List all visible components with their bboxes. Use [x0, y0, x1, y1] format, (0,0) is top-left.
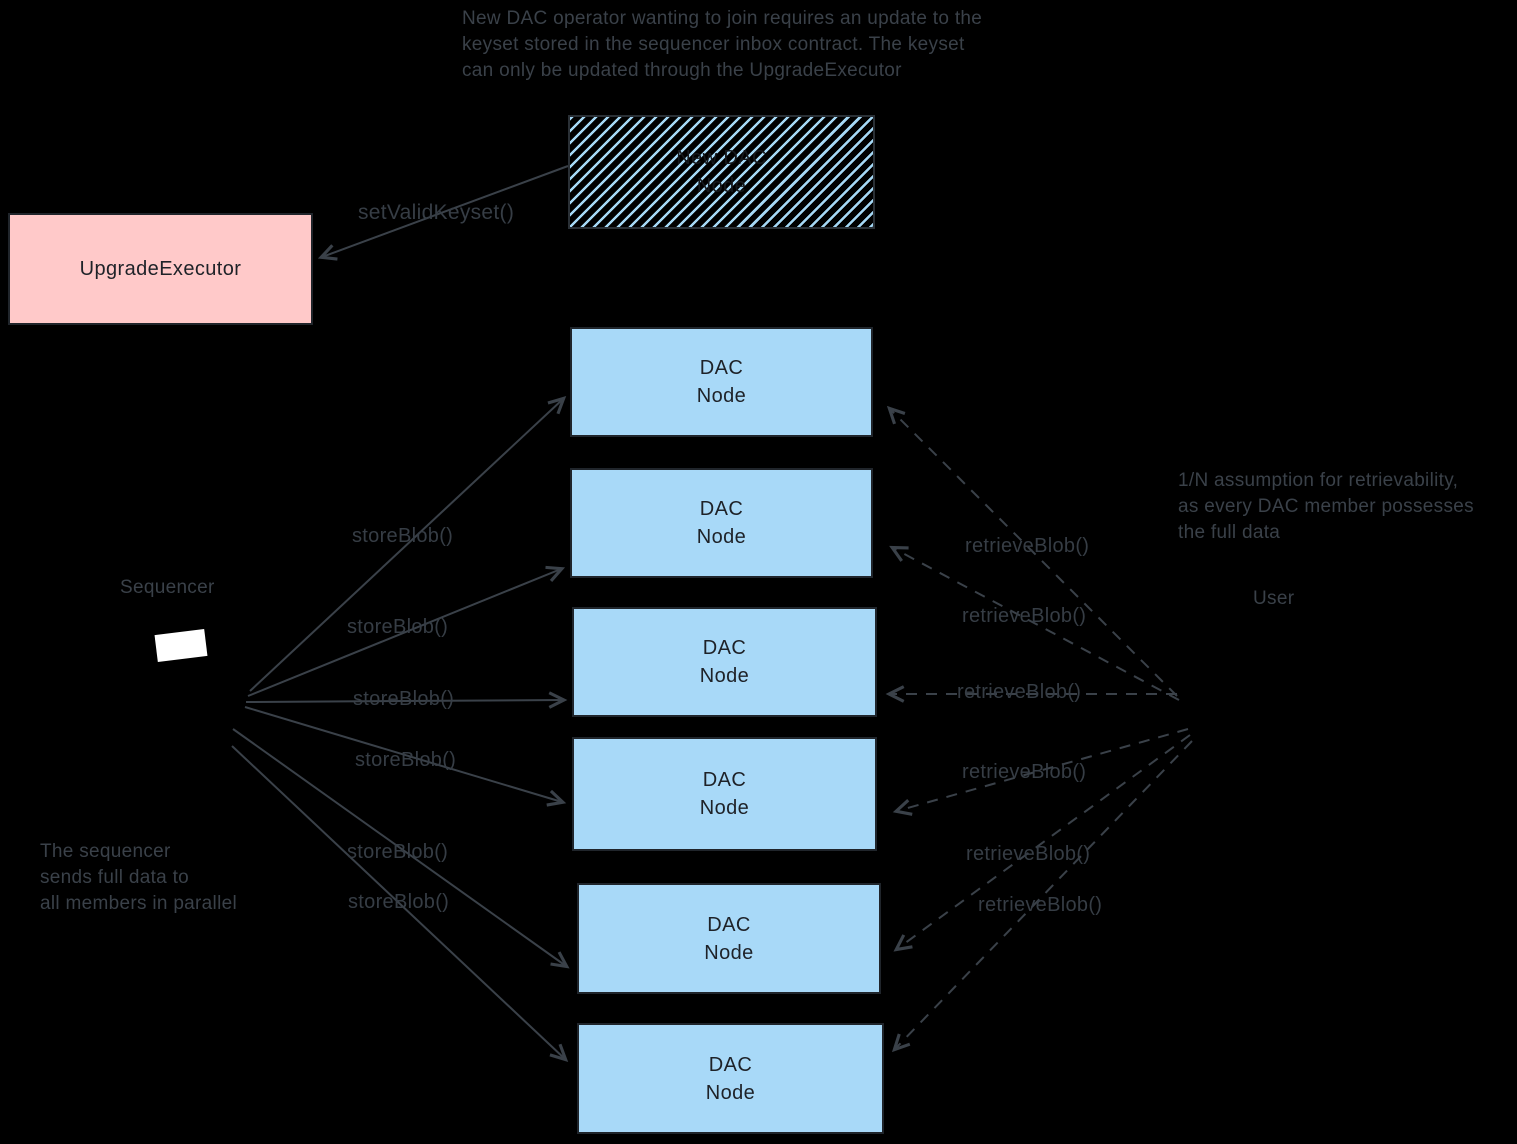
dac-node-box-1: DAC Node — [570, 327, 873, 437]
dac-node-label-line1: DAC — [708, 1053, 753, 1076]
top-note-line: can only be updated through the UpgradeE… — [462, 60, 902, 81]
user-label: User — [1253, 588, 1295, 609]
store-blob-label-1: storeBlob() — [352, 525, 454, 547]
dac-node-box-5: DAC Node — [577, 883, 881, 994]
retrieve-blob-label-1: retrieveBlob() — [965, 535, 1090, 557]
retrieve-blob-label-3: retrieveBlob() — [957, 681, 1082, 703]
upgrade-executor-label: UpgradeExecutor — [79, 258, 242, 280]
retrieve-blob-arrow-5 — [893, 734, 1191, 952]
retrieve-blob-label-6: retrieveBlob() — [978, 894, 1103, 916]
dac-node-label-line1: DAC — [702, 637, 747, 659]
dac-node-label-line1: DAC — [699, 357, 744, 379]
store-blob-arrow-3 — [245, 691, 568, 709]
retrieve-blob-arrow-1 — [886, 405, 1178, 697]
dac-node-label-line2: Node — [696, 385, 747, 407]
left-note-line: The sequencer — [40, 841, 171, 862]
dac-node-label-line1: DAC — [702, 769, 747, 791]
store-blob-arrow-6 — [231, 745, 569, 1063]
dac-node-label-line2: Node — [696, 526, 747, 548]
store-blob-arrow-4 — [244, 706, 567, 807]
retrieve-blob-arrow-2 — [889, 545, 1180, 701]
retrieve-blob-label-4: retrieveBlob() — [962, 761, 1087, 783]
store-blob-label-3: storeBlob() — [353, 688, 455, 710]
store-blob-label-4: storeBlob() — [355, 749, 457, 771]
left-note-line: sends full data to — [40, 867, 190, 888]
dac-node-label-line1: DAC — [699, 498, 744, 520]
dac-node-label-line2: Node — [704, 941, 754, 964]
right-note: 1/N assumption for retrievability, as ev… — [1178, 468, 1474, 546]
store-blob-arrow-1 — [249, 395, 567, 692]
store-blob-label-6: storeBlob() — [348, 891, 450, 913]
top-note: New DAC operator wanting to join require… — [462, 6, 982, 84]
dac-node-box-6: DAC Node — [577, 1023, 884, 1134]
upgrade-executor-box: UpgradeExecutor — [8, 213, 313, 325]
left-note: The sequencer sends full data to all mem… — [40, 839, 237, 917]
new-dac-node-label-line1: New DAC — [676, 147, 767, 169]
sequencer-label: Sequencer — [120, 577, 215, 598]
store-blob-label-2: storeBlob() — [347, 616, 449, 638]
dac-node-box-3: DAC Node — [572, 607, 877, 717]
dac-node-label-line2: Node — [705, 1081, 756, 1104]
retrieve-blob-label-5: retrieveBlob() — [966, 843, 1091, 865]
top-note-line: New DAC operator wanting to join require… — [462, 8, 983, 29]
store-blob-arrow-5 — [232, 728, 570, 969]
store-blob-arrow-2 — [247, 565, 566, 697]
retrieve-blob-label-2: retrieveBlob() — [962, 605, 1087, 627]
right-note-line: 1/N assumption for retrievability, — [1178, 470, 1459, 491]
store-blob-label-5: storeBlob() — [347, 841, 449, 863]
dac-node-box-4: DAC Node — [572, 737, 877, 851]
set-valid-keyset-label: setValidKeyset() — [358, 201, 515, 224]
dac-node-box-2: DAC Node — [570, 468, 873, 578]
dac-node-label-line2: Node — [699, 797, 750, 819]
set-valid-keyset-arrow — [317, 165, 569, 261]
right-note-line: as every DAC member possesses — [1178, 496, 1474, 517]
retrieve-blob-arrow-4 — [892, 728, 1189, 816]
top-note-line: keyset stored in the sequencer inbox con… — [462, 34, 965, 55]
dac-node-label-line2: Node — [699, 665, 750, 687]
right-note-line: the full data — [1178, 522, 1281, 543]
left-note-line: all members in parallel — [40, 893, 237, 914]
new-dac-node-box: New DAC Node — [568, 115, 875, 229]
dac-node-label-line1: DAC — [707, 913, 751, 936]
new-dac-node-label-line2: Node — [696, 175, 747, 197]
